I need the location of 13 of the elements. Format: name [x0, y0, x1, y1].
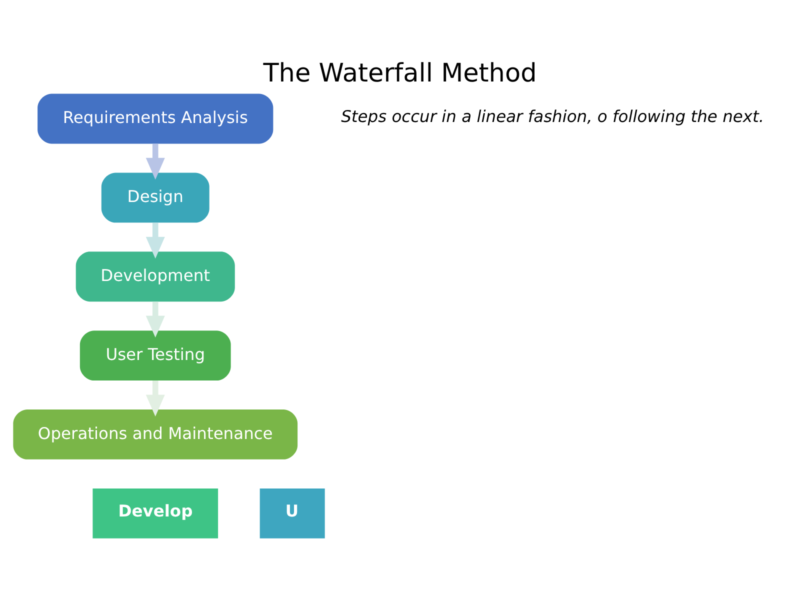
label: Steps occur in a linear fashion, o following the next.: [341, 106, 764, 126]
node-box: Development: [76, 252, 235, 302]
label: U: [285, 502, 299, 521]
node-box: Requirements Analysis: [38, 94, 274, 144]
label: Develop: [118, 502, 193, 521]
arrow: [146, 144, 165, 180]
node-box: Design: [101, 172, 210, 223]
arrow: [146, 380, 165, 416]
node-box: User Testing: [80, 330, 231, 380]
node-box: Operations and Maintenance: [13, 410, 298, 460]
arrow: [146, 222, 165, 259]
arrow: [146, 302, 165, 338]
diagram-title: The Waterfall Method: [263, 58, 537, 89]
